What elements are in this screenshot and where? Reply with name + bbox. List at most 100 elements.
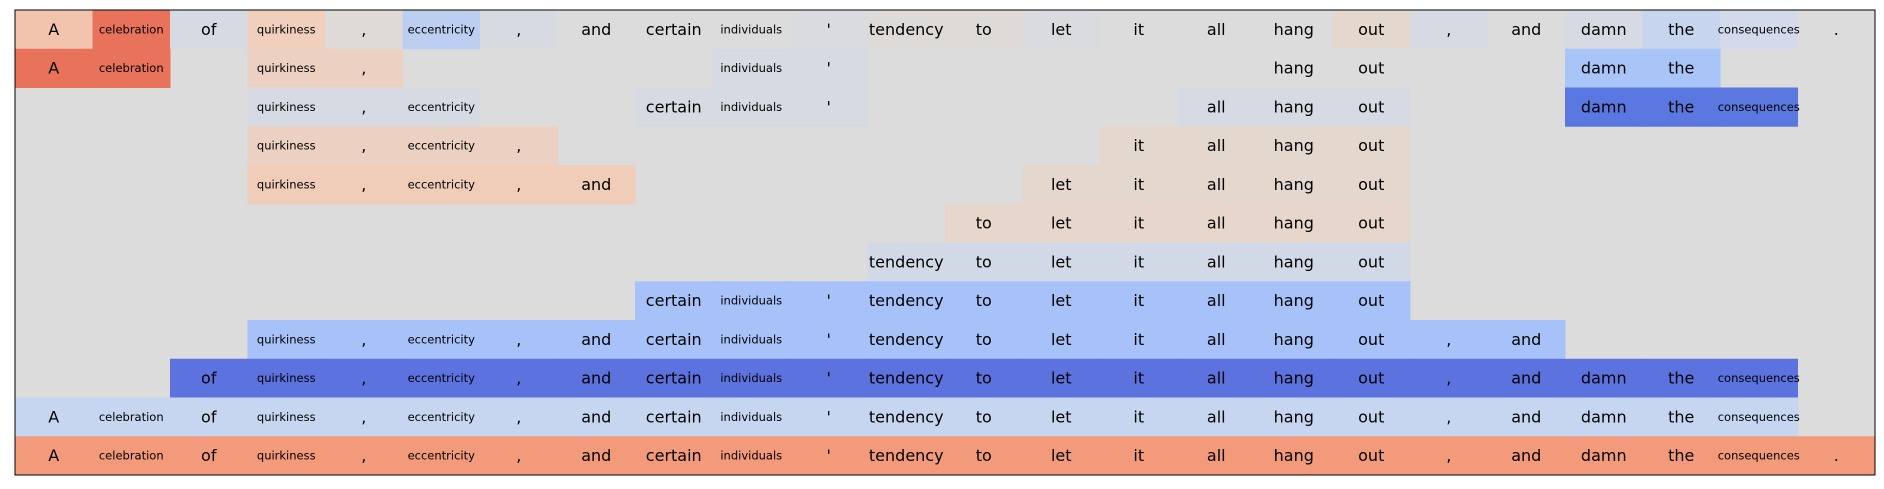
token-label: all [1207,291,1226,310]
heatmap-cell [1022,242,1101,282]
token-label: celebration [99,410,164,424]
token-label: hang [1274,20,1314,39]
heatmap-cell [15,48,93,88]
token-label: . [1834,20,1839,39]
heatmap-cell [1332,242,1411,282]
heatmap-cell [712,87,791,127]
token-label: out [1358,214,1384,233]
token-label: all [1207,446,1226,465]
heatmap-cell [1410,358,1488,398]
token-label: quirkiness [257,22,316,36]
token-label: , [361,136,366,155]
heatmap-cell [1642,397,1721,437]
heatmap-cell [1642,87,1721,127]
heatmap-cell [325,358,403,398]
token-label: and [1511,369,1541,388]
token-label: out [1358,136,1384,155]
heatmap-cell [867,242,946,282]
heatmap-cell [557,397,636,437]
token-label: eccentricity [408,449,476,463]
heatmap-cell [1332,320,1411,360]
token-label: damn [1581,369,1627,388]
token-label: out [1358,446,1384,465]
token-label: quirkiness [257,139,316,153]
heatmap-cell [1332,358,1411,398]
heatmap-cell [1100,10,1178,50]
token-label: and [1511,407,1541,426]
token-label: out [1358,175,1384,194]
token-label: eccentricity [408,100,476,114]
token-label: ' [827,291,831,310]
heatmap-cell [867,320,946,360]
heatmap-cell [1332,203,1411,243]
heatmap-cell [790,397,868,437]
token-label: hang [1274,291,1314,310]
heatmap-cell [1642,10,1721,50]
token-label: consequences [1718,449,1800,463]
heatmap-cell [1642,436,1721,476]
token-label: let [1051,291,1072,310]
token-label: let [1051,20,1072,39]
token-label: let [1051,369,1072,388]
token-label: certain [646,369,702,388]
heatmap-cell [1720,87,1798,127]
token-label: A [48,407,59,426]
token-label: tendency [869,252,944,271]
token-label: hang [1274,446,1314,465]
token-label: quirkiness [257,61,316,75]
heatmap-cells [15,10,1876,476]
heatmap-cell [1100,358,1178,398]
heatmap-cell [1487,10,1566,50]
heatmap-cell [712,358,791,398]
heatmap-cell [402,10,481,50]
heatmap-cell [1720,358,1798,398]
heatmap-cell [1255,242,1333,282]
token-label: and [581,20,611,39]
heatmap-cell [325,48,403,88]
heatmap-cell [480,165,558,205]
token-label: eccentricity [408,410,476,424]
token-label: eccentricity [408,177,476,191]
token-label: consequences [1718,100,1800,114]
heatmap-cell [1410,436,1488,476]
token-label: , [1446,369,1451,388]
heatmap-cell [945,436,1023,476]
token-label: let [1051,407,1072,426]
heatmap-cell [170,397,248,437]
token-label: and [581,446,611,465]
heatmap-cell [1100,203,1178,243]
token-label: it [1133,291,1144,310]
token-label: to [976,214,992,233]
heatmap-cell [1255,10,1333,50]
heatmap-cell [1022,10,1101,50]
heatmap-cell [1177,242,1256,282]
token-label: quirkiness [257,449,316,463]
heatmap-cell [1565,397,1643,437]
heatmap-cell [480,397,558,437]
heatmap-cell [247,436,326,476]
heatmap-cell [1255,320,1333,360]
heatmap-cell [557,10,636,50]
token-label: all [1207,97,1226,116]
token-label: ' [827,59,831,78]
token-label: and [581,407,611,426]
heatmap-cell [945,358,1023,398]
token-label: out [1358,97,1384,116]
heatmap-cell [170,10,248,50]
token-label: individuals [720,61,782,75]
heatmap-cell [1487,397,1566,437]
heatmap-cell [945,320,1023,360]
token-label: of [201,407,217,426]
token-label: tendency [869,446,944,465]
heatmap-cell [1255,126,1333,166]
token-label: A [48,20,59,39]
token-label: celebration [99,22,164,36]
heatmap-cell [1720,436,1798,476]
token-label: individuals [720,449,782,463]
heatmap-cell [402,397,481,437]
token-label: quirkiness [257,410,316,424]
heatmap-cell [402,87,481,127]
heatmap-cell [1487,436,1566,476]
